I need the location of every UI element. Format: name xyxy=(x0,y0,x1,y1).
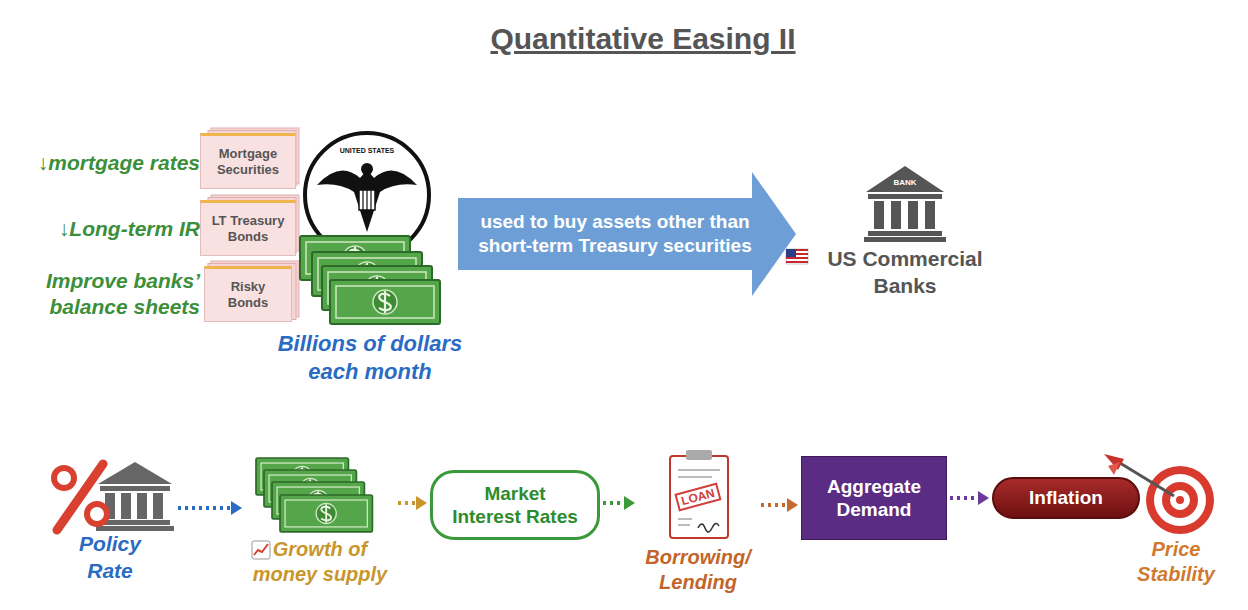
chart-icon xyxy=(252,541,270,559)
node-text: US Commercial Banks xyxy=(810,246,1000,300)
node-text: used to buy assets other than short-term… xyxy=(465,210,765,258)
paper-box: LT Treasury Bonds xyxy=(200,200,296,256)
node-text: Mortgage Securities xyxy=(208,146,288,177)
fed-node: Billions of dollars each month xyxy=(265,128,475,386)
flow-arrow xyxy=(178,501,242,515)
rates-box: Market Interest Rates xyxy=(430,470,600,540)
policy-icon xyxy=(54,462,174,531)
node-text: Market Interest Rates xyxy=(450,482,581,528)
node-text: Growth of money supply xyxy=(245,537,395,588)
inflation-pill: Inflation xyxy=(992,477,1140,519)
block-arrow-node: used to buy assets other than short-term… xyxy=(458,172,796,296)
bank-sign: BANK xyxy=(890,179,920,187)
paper-box: Risky Bonds xyxy=(204,266,292,322)
bank-node: US Commercial Banks xyxy=(810,168,1000,300)
node-text: Risky Bonds xyxy=(218,279,278,310)
node-text: Policy Rate xyxy=(70,531,150,585)
node-text: Inflation xyxy=(1029,486,1103,509)
flow-arrow xyxy=(603,496,635,510)
node-text: Aggregate Demand xyxy=(802,475,946,521)
node-text: Billions of dollars each month xyxy=(265,330,475,386)
block-arrow xyxy=(458,172,796,296)
money-stack xyxy=(300,236,440,324)
diagram-title: Quantitative Easing II xyxy=(443,22,843,56)
money-icon xyxy=(256,458,372,532)
effect-label: ↓Long-term IR xyxy=(0,216,200,242)
loan-node: Borrowing/ Lending xyxy=(638,448,758,596)
node-text: LT Treasury Bonds xyxy=(208,213,288,244)
node-text: Price Stability xyxy=(1121,537,1231,588)
target-node: Price Stability xyxy=(1120,452,1232,588)
flow-arrow xyxy=(761,498,798,512)
demand-box: Aggregate Demand xyxy=(801,456,947,540)
node-text: Borrowing/ Lending xyxy=(638,545,758,596)
paper-box: Mortgage Securities xyxy=(200,133,296,189)
effect-label: ↓mortgage rates xyxy=(0,150,200,176)
loan-clipboard xyxy=(670,450,728,538)
policy-node: Policy Rate xyxy=(45,452,175,585)
money-node: Growth of money supply xyxy=(245,452,395,588)
flow-arrow xyxy=(950,491,989,505)
effect-label: Improve banks’ balance sheets xyxy=(15,268,200,321)
us-flag xyxy=(786,249,808,264)
bank-icon xyxy=(864,166,946,242)
flow-arrow xyxy=(398,496,427,510)
seal-text: UNITED STATES xyxy=(332,147,402,154)
